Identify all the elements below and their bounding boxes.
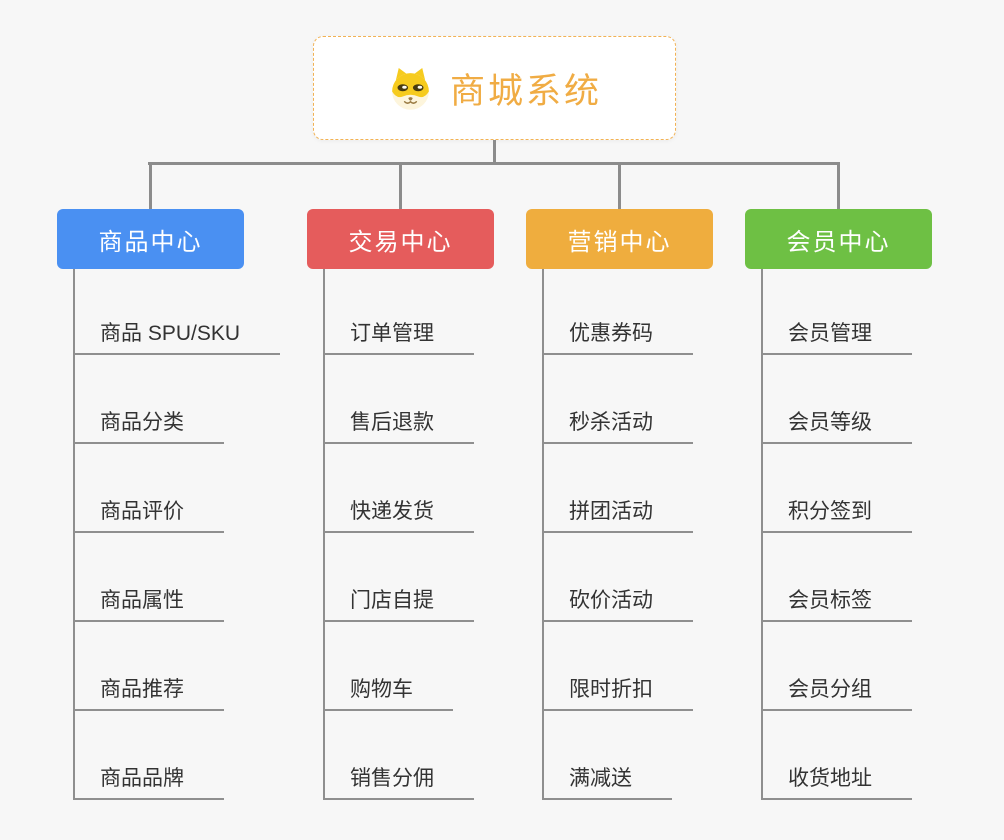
child-topic[interactable]: 秒杀活动 [542, 404, 693, 444]
connector-line [149, 162, 152, 209]
branch-product-center: 商品中心 商品 SPU/SKU 商品分类 商品评价 商品属性 商品推荐 商品品牌 [57, 162, 281, 802]
branch-trunk-line [761, 269, 763, 800]
root-node[interactable]: 商城系统 [313, 36, 676, 140]
child-topic[interactable]: 销售分佣 [323, 760, 474, 800]
child-topic[interactable]: 商品推荐 [73, 671, 224, 711]
branch-label: 营销中心 [567, 228, 672, 256]
branch-label: 商品中心 [98, 228, 203, 256]
child-topic[interactable]: 会员管理 [761, 315, 912, 355]
child-topic[interactable]: 商品评价 [73, 493, 224, 533]
connector-line [618, 162, 621, 209]
branch-header-product-center[interactable]: 商品中心 [57, 209, 244, 269]
branch-header-trade-center[interactable]: 交易中心 [307, 209, 494, 269]
connector-line [399, 162, 402, 209]
child-topic[interactable]: 会员标签 [761, 582, 912, 622]
branch-trade-center: 交易中心 订单管理 售后退款 快递发货 门店自提 购物车 销售分佣 [307, 162, 494, 802]
child-topic[interactable]: 满减送 [542, 760, 672, 800]
branch-member-center: 会员中心 会员管理 会员等级 积分签到 会员标签 会员分组 收货地址 [745, 162, 932, 802]
branch-trunk-line [542, 269, 544, 800]
horizontal-bus-line [148, 162, 839, 165]
child-topic[interactable]: 会员等级 [761, 404, 912, 444]
child-topic[interactable]: 积分签到 [761, 493, 912, 533]
branch-label: 交易中心 [348, 228, 453, 256]
connector-line [837, 162, 840, 209]
child-topic[interactable]: 快递发货 [323, 493, 474, 533]
root-stem-line [493, 140, 496, 165]
branch-header-member-center[interactable]: 会员中心 [745, 209, 932, 269]
branch-header-marketing-center[interactable]: 营销中心 [526, 209, 713, 269]
branch-marketing-center: 营销中心 优惠券码 秒杀活动 拼团活动 砍价活动 限时折扣 满减送 [526, 162, 713, 802]
child-topic[interactable]: 商品品牌 [73, 760, 224, 800]
child-topic[interactable]: 砍价活动 [542, 582, 693, 622]
child-topic[interactable]: 拼团活动 [542, 493, 693, 533]
child-topic[interactable]: 售后退款 [323, 404, 474, 444]
child-topic[interactable]: 优惠券码 [542, 315, 693, 355]
child-topic[interactable]: 门店自提 [323, 582, 474, 622]
branch-trunk-line [323, 269, 325, 800]
child-topic[interactable]: 商品分类 [73, 404, 224, 444]
child-topic[interactable]: 商品属性 [73, 582, 224, 622]
child-topic[interactable]: 会员分组 [761, 671, 912, 711]
root-title: 商城系统 [449, 71, 602, 111]
child-topic[interactable]: 收货地址 [761, 760, 912, 800]
child-topic[interactable]: 购物车 [323, 671, 453, 711]
child-topic[interactable]: 限时折扣 [542, 671, 693, 711]
shiba-dog-icon [392, 67, 429, 110]
child-topic[interactable]: 商品 SPU/SKU [73, 315, 281, 355]
branch-trunk-line [73, 269, 75, 800]
branch-label: 会员中心 [786, 228, 891, 256]
child-topic[interactable]: 订单管理 [323, 315, 474, 355]
